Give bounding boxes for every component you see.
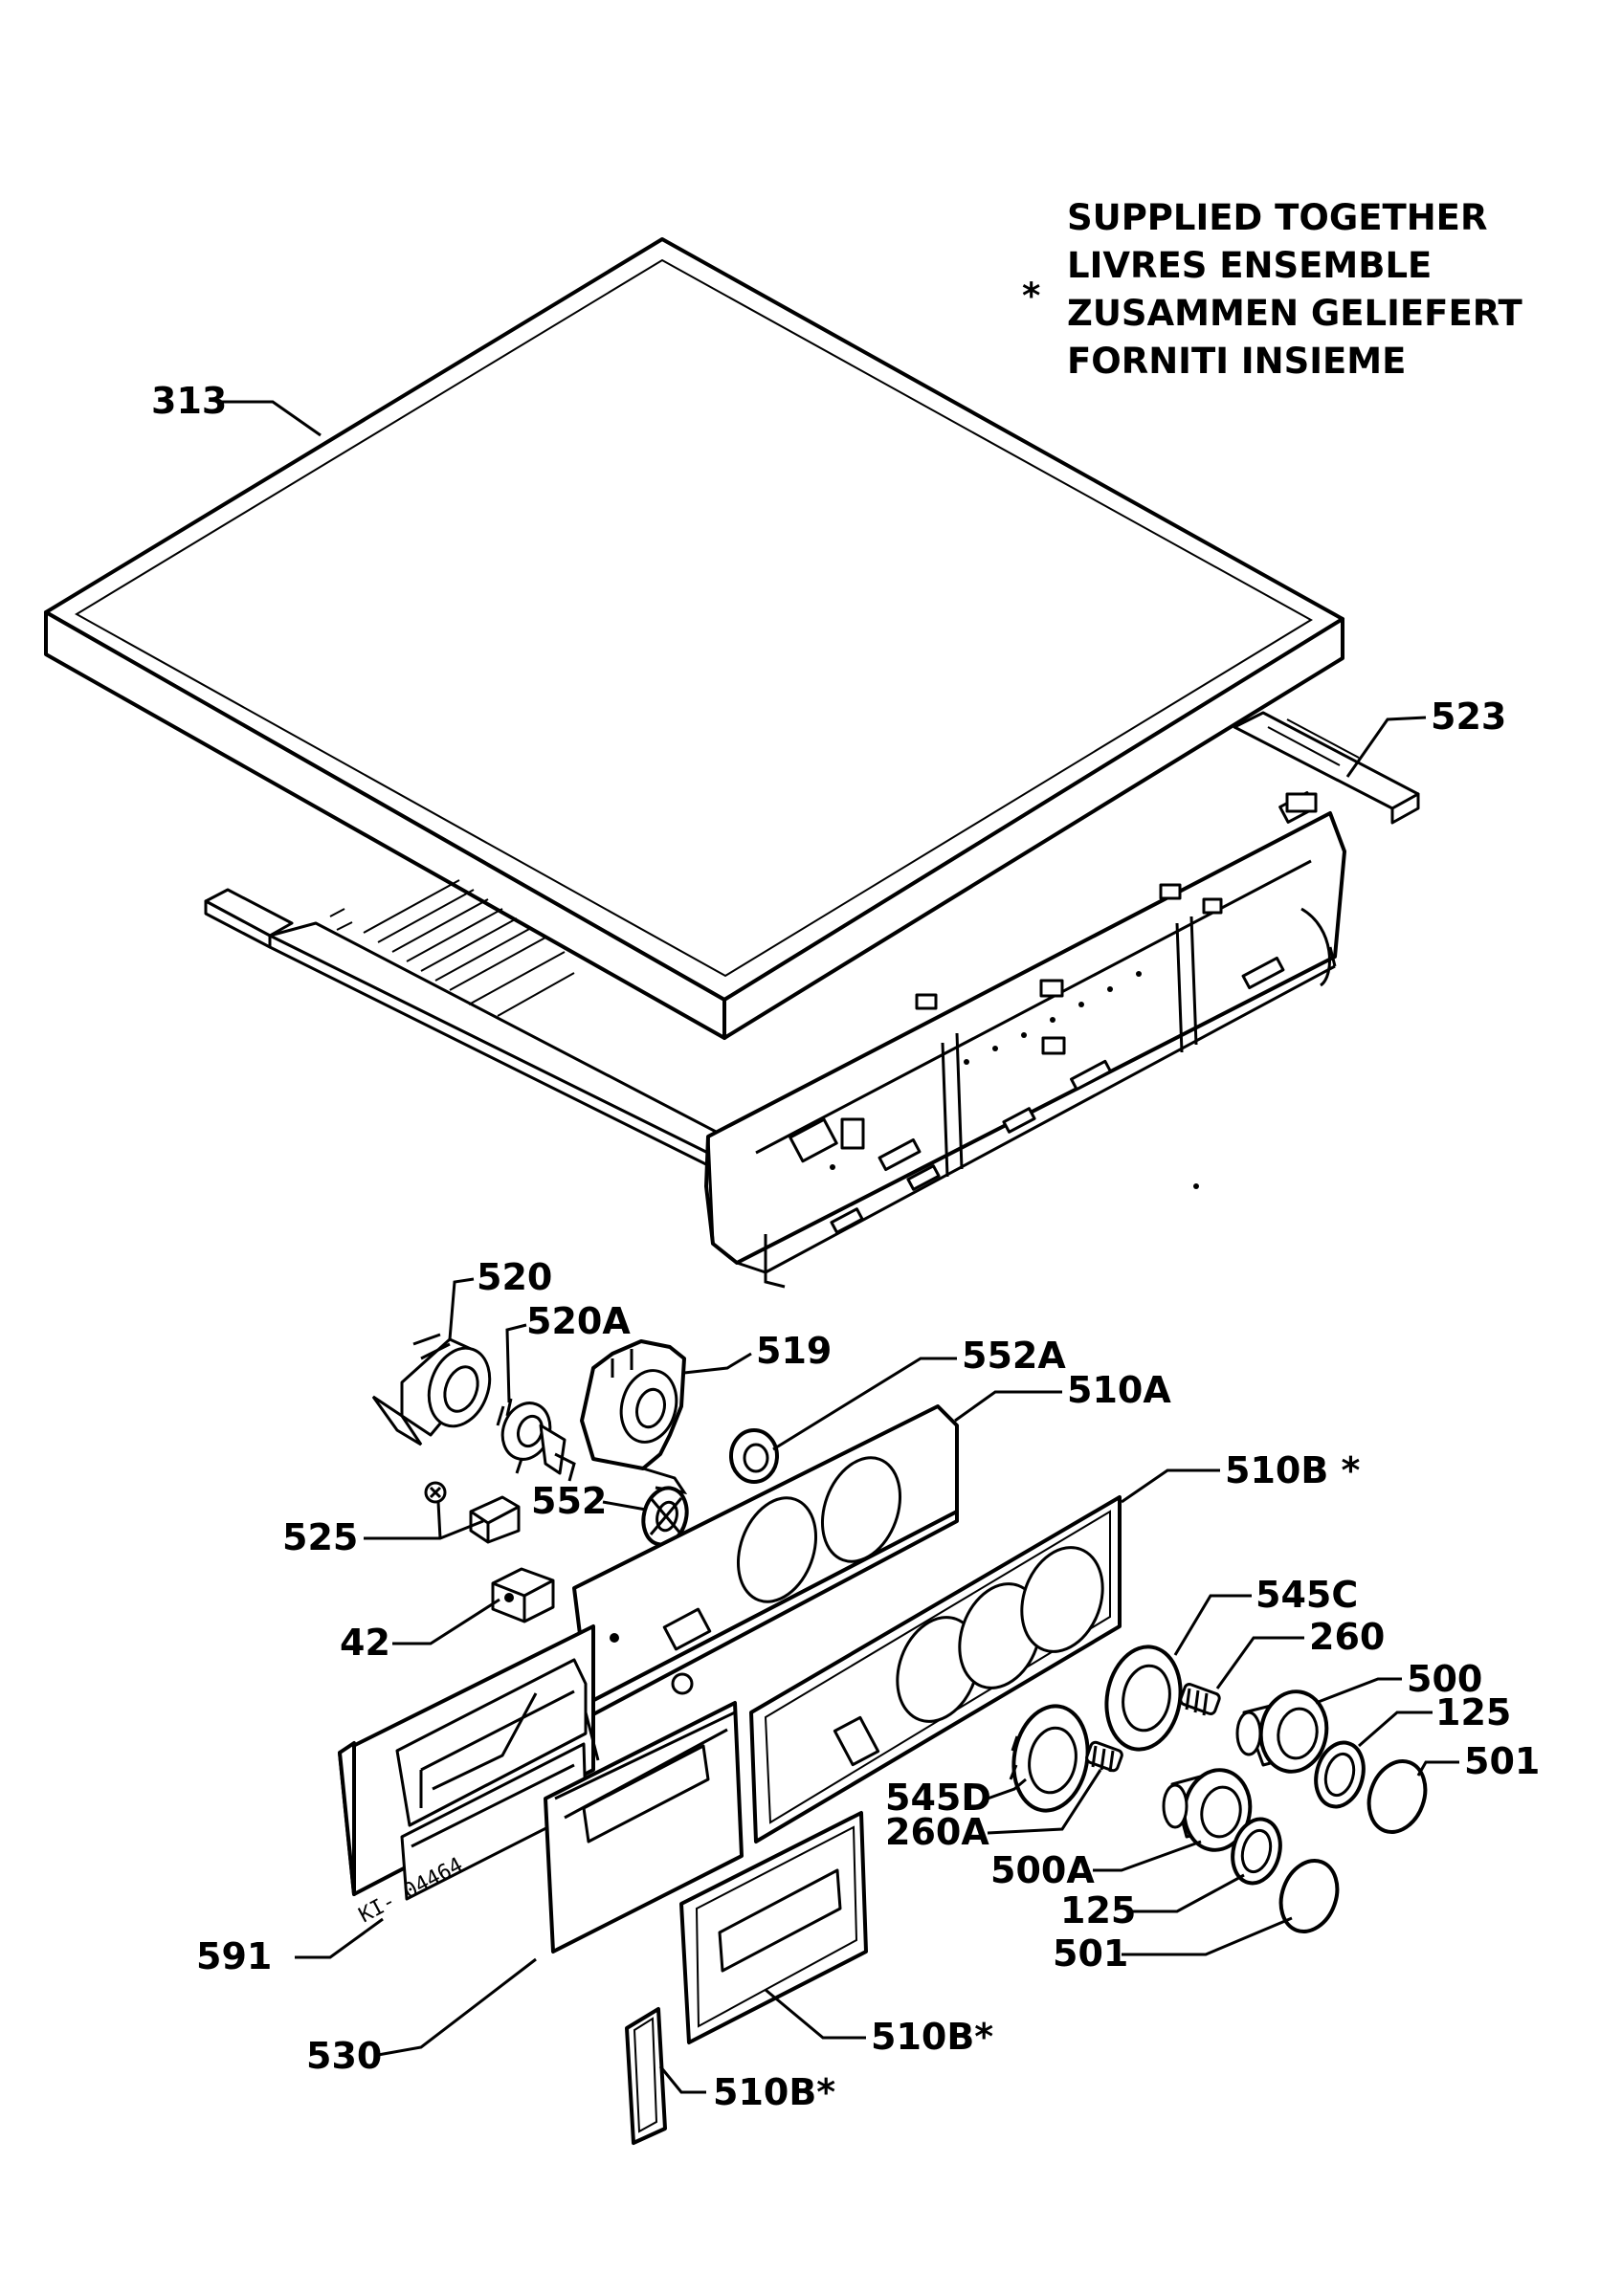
label-125-right: 125 [1435, 1691, 1511, 1733]
part-525-screw-and-clip [424, 1481, 521, 1544]
label-523: 523 [1431, 695, 1506, 738]
label-530: 530 [306, 2035, 382, 2077]
label-520A: 520A [526, 1300, 631, 1342]
part-510A-fascia-panel [572, 1404, 959, 1716]
label-501-right: 501 [1464, 1740, 1540, 1782]
part-545C-knob-ring [1104, 1645, 1183, 1752]
label-42: 42 [340, 1622, 390, 1664]
note-line-1: SUPPLIED TOGETHER [1067, 197, 1487, 238]
part-500A-knob [1162, 1768, 1253, 1852]
label-510A: 510A [1067, 1369, 1171, 1411]
label-552: 552 [531, 1480, 607, 1522]
label-525: 525 [282, 1516, 358, 1558]
part-125-ring-right [1314, 1740, 1366, 1809]
label-510B-mid: 510B* [871, 2016, 993, 2058]
label-545D: 545D [885, 1777, 991, 1819]
label-500A: 500A [990, 1849, 1095, 1891]
part-552A-ring [729, 1428, 779, 1484]
label-260A: 260A [885, 1811, 989, 1853]
part-520A-gear [496, 1398, 576, 1482]
label-260: 260 [1309, 1616, 1385, 1658]
note-line-4: FORNITI INSIEME [1067, 341, 1406, 382]
part-520-switch-body [371, 1333, 492, 1446]
part-42-clip [491, 1567, 555, 1623]
part-501-cap-right [1366, 1759, 1428, 1834]
label-519: 519 [756, 1330, 832, 1372]
label-545C: 545C [1255, 1574, 1358, 1616]
part-530-panel-insert [544, 1701, 744, 1954]
part-510B-bottom-strip [625, 2007, 667, 2145]
label-510B-top: 510B * [1225, 1449, 1361, 1491]
label-313: 313 [151, 380, 227, 422]
part-510B-mid-panel [679, 1811, 868, 2044]
part-labels: 313 523 520 520A 519 552A 510A 510B * 52… [151, 380, 1540, 2113]
label-591: 591 [196, 1935, 272, 1977]
label-501-left: 501 [1053, 1932, 1128, 1975]
part-501-cap-left [1278, 1859, 1340, 1933]
leader-lines [222, 400, 1459, 2094]
label-500: 500 [1407, 1658, 1482, 1700]
supplied-together-note: * SUPPLIED TOGETHER LIVRES ENSEMBLE ZUSA… [1022, 197, 1523, 382]
part-125-ring-left [1231, 1817, 1282, 1886]
part-552-wheel [641, 1486, 689, 1547]
part-260A-spring [1085, 1740, 1123, 1773]
label-510B-bottom: 510B* [713, 2071, 835, 2113]
part-313-top-lid [44, 237, 1344, 1040]
note-line-3: ZUSAMMEN GELIEFERT [1067, 293, 1523, 334]
note-line-2: LIVRES ENSEMBLE [1067, 245, 1432, 286]
part-260-spring [1179, 1683, 1221, 1716]
label-520: 520 [477, 1256, 552, 1298]
part-510B-top-panel [749, 1495, 1122, 1843]
label-125-left: 125 [1060, 1889, 1136, 1932]
note-star: * [1022, 276, 1040, 317]
part-523-control-frame [204, 711, 1420, 1289]
part-519-cam-housing [580, 1339, 688, 1495]
part-545D-knob-ring [1009, 1704, 1090, 1813]
part-500-knob [1235, 1689, 1329, 1774]
label-552A: 552A [962, 1335, 1066, 1377]
